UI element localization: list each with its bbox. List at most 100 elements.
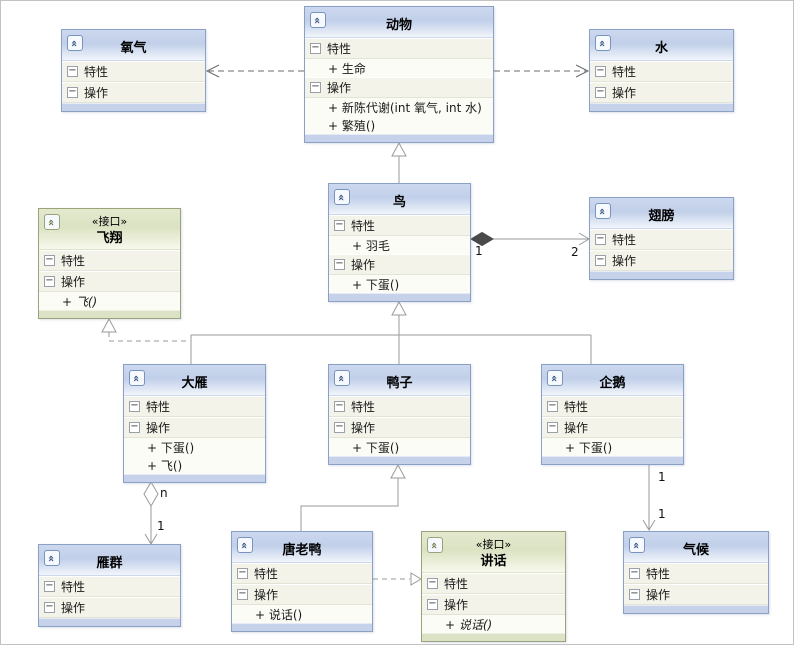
collapse-minus-icon[interactable]: − [334, 421, 345, 433]
collapse-chevron-icon[interactable]: « [67, 35, 83, 51]
interface-speak[interactable]: « «接口» 讲话 − 特性 − 操作 + 说话() [421, 531, 566, 642]
edge-bird-animal-generalization[interactable] [391, 141, 407, 183]
collapse-chevron-icon[interactable]: « [334, 370, 350, 386]
class-wings[interactable]: « 翅膀 − 特性 − 操作 [589, 197, 734, 280]
section-attributes: − 特性 [124, 396, 265, 417]
edge-wildgoose-flock-aggregation[interactable] [143, 481, 159, 545]
class-climate[interactable]: « 气候 − 特性 − 操作 [623, 531, 769, 614]
class-title: 鸭子 [386, 376, 413, 391]
collapse-minus-icon[interactable]: − [595, 86, 606, 98]
section-attributes: − 特性 [329, 215, 470, 236]
section-attributes: − 特性 [422, 573, 565, 594]
collapse-minus-icon[interactable]: − [310, 81, 321, 93]
edge-subclasses-bird-generalization[interactable] [190, 300, 592, 364]
class-footer [124, 474, 265, 482]
edge-animal-oxygen-dependency[interactable] [205, 64, 304, 78]
collapse-chevron-icon[interactable]: « [427, 537, 443, 553]
collapse-minus-icon[interactable]: − [67, 65, 78, 77]
collapse-chevron-icon[interactable]: « [629, 537, 645, 553]
collapse-minus-icon[interactable]: − [427, 577, 438, 589]
edge-animal-water-dependency[interactable] [494, 64, 590, 78]
collapse-minus-icon[interactable]: − [629, 567, 640, 579]
edge-donald-speak-realization[interactable] [373, 572, 422, 586]
collapse-minus-icon[interactable]: − [237, 588, 248, 600]
collapse-chevron-icon[interactable]: « [595, 35, 611, 51]
collapse-chevron-icon[interactable]: « [595, 203, 611, 219]
class-footer [329, 293, 470, 301]
class-title: 氧气 [120, 41, 147, 56]
class-donald-duck[interactable]: « 唐老鸭 − 特性 − 操作 + 说话() [231, 531, 373, 632]
section-label: 操作 [444, 598, 469, 612]
collapse-minus-icon[interactable]: − [595, 233, 606, 245]
collapse-minus-icon[interactable]: − [334, 219, 345, 231]
collapse-minus-icon[interactable]: − [427, 598, 438, 610]
member-row: + 飞() [39, 292, 180, 310]
edge-penguin-climate-association[interactable] [642, 464, 656, 531]
collapse-minus-icon[interactable]: − [67, 86, 78, 98]
class-goose-flock[interactable]: « 雁群 − 特性 − 操作 [38, 544, 181, 627]
collapse-chevron-icon[interactable]: « [547, 370, 563, 386]
class-wild-goose[interactable]: « 大雁 − 特性 − 操作 + 下蛋() + 飞() [123, 364, 266, 483]
section-attributes: − 特性 [232, 563, 372, 584]
section-attributes: − 特性 [39, 576, 180, 597]
class-bird[interactable]: « 鸟 − 特性 + 羽毛 − 操作 + 下蛋() [328, 183, 471, 302]
class-title: 动物 [385, 18, 412, 33]
collapse-chevron-icon[interactable]: « [334, 189, 350, 205]
class-header: « 水 [590, 30, 733, 61]
class-footer [329, 456, 470, 464]
multiplicity-label: 2 [571, 245, 579, 259]
section-label: 特性 [351, 219, 376, 233]
collapse-chevron-icon[interactable]: « [237, 537, 253, 553]
collapse-chevron-icon[interactable]: « [129, 370, 145, 386]
class-animal[interactable]: « 动物 − 特性 + 生命 − 操作 + 新陈代谢(int 氧气, int 水… [304, 6, 494, 143]
collapse-minus-icon[interactable]: − [44, 275, 55, 287]
member-row: + 下蛋() [329, 275, 470, 293]
class-footer [590, 271, 733, 279]
collapse-minus-icon[interactable]: − [237, 567, 248, 579]
class-water[interactable]: « 水 − 特性 − 操作 [589, 29, 734, 112]
collapse-chevron-icon[interactable]: « [44, 550, 60, 566]
class-title: 翅膀 [648, 209, 675, 224]
collapse-minus-icon[interactable]: − [44, 601, 55, 613]
edge-wildgoose-fly-realization[interactable] [101, 317, 190, 342]
edge-bird-wings-composition[interactable] [470, 231, 590, 247]
collapse-chevron-icon[interactable]: « [44, 214, 60, 230]
collapse-minus-icon[interactable]: − [44, 580, 55, 592]
collapse-minus-icon[interactable]: − [595, 254, 606, 266]
class-header: « 动物 [305, 7, 493, 38]
section-attributes: − 特性 [590, 61, 733, 82]
class-header: « 大雁 [124, 365, 265, 396]
class-penguin[interactable]: « 企鹅 − 特性 − 操作 + 下蛋() [541, 364, 684, 465]
class-footer [590, 103, 733, 111]
class-title: 唐老鸭 [282, 543, 322, 558]
collapse-minus-icon[interactable]: − [129, 400, 140, 412]
class-footer [39, 310, 180, 318]
collapse-minus-icon[interactable]: − [547, 400, 558, 412]
collapse-chevron-icon[interactable]: « [310, 12, 326, 28]
member-row: + 新陈代谢(int 氧气, int 水) [305, 98, 493, 116]
class-header: « 氧气 [62, 30, 205, 61]
collapse-minus-icon[interactable]: − [629, 588, 640, 600]
interface-fly[interactable]: « «接口» 飞翔 − 特性 − 操作 + 飞() [38, 208, 181, 319]
stereotype-label: «接口» [91, 215, 128, 228]
class-oxygen[interactable]: « 氧气 − 特性 − 操作 [61, 29, 206, 112]
section-operations: − 操作 [329, 254, 470, 275]
collapse-minus-icon[interactable]: − [310, 42, 321, 54]
collapse-minus-icon[interactable]: − [334, 258, 345, 270]
class-duck[interactable]: « 鸭子 − 特性 − 操作 + 下蛋() [328, 364, 471, 465]
collapse-minus-icon[interactable]: − [44, 254, 55, 266]
collapse-minus-icon[interactable]: − [595, 65, 606, 77]
section-label: 特性 [564, 400, 589, 414]
edge-donald-duck-generalization[interactable] [300, 463, 406, 531]
class-header: « 气候 [624, 532, 768, 563]
collapse-minus-icon[interactable]: − [129, 421, 140, 433]
member-row: + 飞() [124, 456, 265, 474]
class-title: 气候 [682, 543, 709, 558]
class-footer [232, 623, 372, 631]
collapse-minus-icon[interactable]: − [547, 421, 558, 433]
section-label: 操作 [327, 81, 352, 95]
section-label: 操作 [84, 86, 109, 100]
collapse-minus-icon[interactable]: − [334, 400, 345, 412]
class-footer [39, 618, 180, 626]
